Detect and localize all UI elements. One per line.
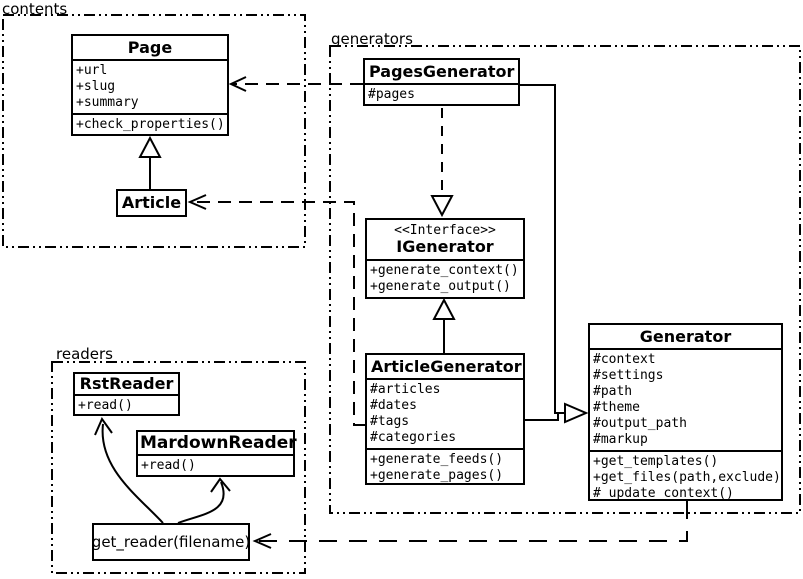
package-border-readers — [51, 361, 306, 574]
methods-compartment: +generate_context() +generate_output() — [367, 259, 523, 297]
class-box-igenerator: <<Interface>> IGenerator +generate_conte… — [365, 218, 525, 299]
attribute: #markup — [593, 432, 648, 447]
attribute: #path — [593, 384, 633, 399]
methods-compartment: +generate_feeds() +generate_pages() — [367, 448, 523, 486]
attribute: #tags — [370, 414, 410, 429]
class-box-article: Article — [116, 189, 187, 217]
attribute: +url — [76, 63, 108, 78]
class-title: IGenerator — [396, 237, 494, 256]
class-title: ArticleGenerator — [371, 357, 522, 376]
attribute: #dates — [370, 398, 417, 413]
package-label-contents: contents — [2, 0, 68, 18]
method: +generate_output() — [370, 279, 511, 294]
open-arrowhead-icon — [94, 416, 113, 436]
attribute: +summary — [76, 95, 139, 110]
class-title: Article — [121, 193, 182, 212]
class-box-page: Page +url +slug +summary +check_properti… — [71, 34, 229, 136]
method: +generate_feeds() — [370, 452, 504, 467]
hollow-triangle-icon — [564, 402, 589, 424]
generalization-line-pagesgenerator-to-generator — [520, 84, 565, 414]
attributes-compartment: #context #settings #path #theme #output_… — [590, 348, 781, 450]
class-box-rstreader: RstReader +read() — [73, 372, 180, 416]
class-box-generator: Generator #context #settings #path #them… — [588, 323, 783, 501]
attributes-compartment: +url +slug +summary — [73, 59, 227, 113]
class-box-mardownreader: MardownReader +read() — [136, 430, 297, 477]
generalization-line-articlegenerator-to-generator — [525, 412, 565, 421]
package-border-generators — [329, 45, 801, 514]
method: +get_templates() — [593, 454, 719, 469]
hollow-triangle-icon — [430, 195, 454, 218]
open-arrowhead-icon — [252, 533, 272, 549]
method: +check_properties() — [76, 117, 225, 132]
attribute: +slug — [76, 79, 116, 94]
function-box-get-reader: get_reader(filename) — [92, 523, 250, 561]
methods-compartment: +read() — [138, 454, 293, 476]
attribute: #articles — [370, 382, 441, 397]
attributes-compartment: #articles #dates #tags #categories — [367, 378, 523, 448]
open-arrowhead-icon — [210, 477, 231, 493]
attribute: #categories — [370, 430, 457, 445]
method: +read() — [141, 458, 196, 473]
stereotype-label: <<Interface>> — [394, 223, 496, 238]
association-curve-getreader-to-mardownreader — [177, 481, 225, 524]
method: +read() — [78, 398, 133, 413]
dependency-line-generator-to-getreader — [258, 501, 688, 542]
method: #_update_context() — [593, 486, 734, 501]
class-title: RstReader — [79, 374, 174, 393]
class-title: PagesGenerator — [369, 62, 515, 81]
method: +generate_context() — [370, 263, 519, 278]
package-label-readers: readers — [56, 345, 113, 363]
method: +get_files(path,exclude) — [593, 470, 781, 485]
class-box-articlegenerator: ArticleGenerator #articles #dates #tags … — [365, 353, 525, 485]
attributes-compartment: #pages — [365, 83, 518, 105]
association-curve-getreader-to-rstreader — [101, 423, 164, 524]
open-arrowhead-icon — [228, 76, 247, 92]
methods-compartment: +check_properties() — [73, 113, 227, 135]
attribute: #output_path — [593, 416, 687, 431]
methods-compartment: +get_templates() +get_files(path,exclude… — [590, 450, 781, 504]
hollow-triangle-icon — [432, 297, 456, 320]
dependency-line-articlegenerator-to-article — [193, 201, 365, 426]
function-label: get_reader(filename) — [91, 533, 251, 551]
class-title: MardownReader — [140, 433, 297, 453]
attribute: #context — [593, 352, 656, 367]
class-title: Generator — [639, 327, 732, 346]
hollow-triangle-icon — [138, 135, 162, 158]
methods-compartment: +read() — [75, 394, 178, 416]
attribute: #theme — [593, 400, 640, 415]
attribute: #settings — [593, 368, 664, 383]
package-label-generators: generators — [331, 30, 413, 48]
class-box-pagesgenerator: PagesGenerator #pages — [363, 58, 520, 106]
open-arrowhead-icon — [187, 194, 207, 210]
method: +generate_pages() — [370, 468, 504, 483]
attribute: #pages — [368, 87, 415, 102]
package-border-contents — [2, 14, 306, 248]
class-title: Page — [127, 38, 173, 57]
